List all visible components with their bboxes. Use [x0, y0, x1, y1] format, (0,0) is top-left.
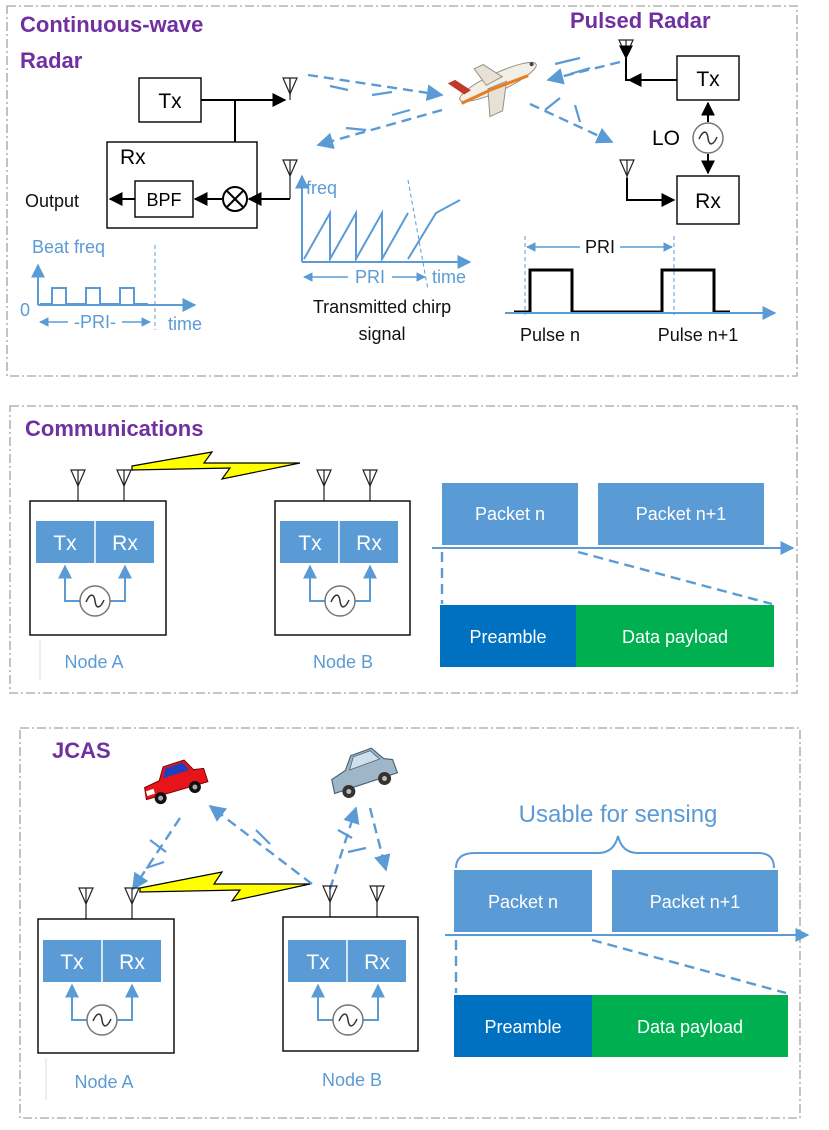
oscillator-icon [324, 585, 356, 617]
antenna-icon [78, 887, 94, 907]
pulse-n1-label: Pulse n+1 [658, 325, 739, 345]
comms-node-b-rx: Rx [356, 532, 382, 555]
antenna-icon [322, 885, 338, 905]
usable-for-sensing-label: Usable for sensing [519, 801, 718, 828]
jcas-node-b-tx: Tx [306, 951, 330, 974]
comms-node-a-label: Node A [64, 652, 123, 672]
comms-node-b-tx: Tx [298, 532, 322, 555]
comms-node-a-rx: Rx [112, 532, 138, 555]
comms-preamble [440, 605, 576, 667]
comms-packet-n1 [598, 483, 764, 545]
jcas-section-frame [19, 727, 801, 1119]
comms-node-a-tx: Tx [53, 532, 77, 555]
antenna-icon [369, 885, 385, 905]
antenna-icon [316, 469, 332, 489]
jcas-preamble [454, 995, 592, 1057]
radar-section-frame [6, 5, 798, 377]
comms-payload [576, 605, 774, 667]
pulsed-tx-block [676, 55, 740, 101]
chirp-caption-line1: Transmitted chirp [313, 297, 451, 317]
beat-time-label: time [168, 314, 202, 334]
airplane-icon [447, 61, 537, 118]
bpf-label: BPF [146, 190, 181, 210]
antenna-icon [362, 469, 378, 489]
comms-node-b-label: Node B [313, 652, 373, 672]
bpf-block [134, 180, 194, 218]
comms-packet-n-label: Packet n [475, 504, 545, 524]
pulsed-rx-label: Rx [695, 190, 721, 213]
antenna-icon [116, 469, 132, 489]
red-car-icon [144, 759, 209, 805]
comms-preamble-label: Preamble [469, 627, 546, 647]
chirp-pri-label: PRI [355, 267, 385, 287]
lightning-icon [131, 451, 301, 480]
antenna-icon [618, 39, 634, 59]
radar-wave-arrows [307, 56, 621, 149]
jcas-node-a-label: Node A [74, 1072, 133, 1092]
oscillator-icon [692, 122, 724, 154]
jcas-node-b-rx: Rx [364, 951, 390, 974]
chirp-time-label: time [432, 267, 466, 287]
comms-title: Communications [25, 416, 203, 441]
antenna-icon [70, 469, 86, 489]
comms-packet-n [442, 483, 578, 545]
mixer-icon [222, 186, 248, 212]
grey-car-icon [331, 747, 399, 798]
comms-packet-n1-label: Packet n+1 [636, 504, 727, 524]
comms-section-frame [9, 405, 798, 694]
pulsed-rx-block [676, 175, 740, 225]
beat-zero-label: 0 [20, 300, 30, 320]
oscillator-icon [79, 585, 111, 617]
jcas-packet-n [454, 870, 592, 932]
jcas-payload-label: Data payload [637, 1017, 743, 1037]
jcas-preamble-label: Preamble [484, 1017, 561, 1037]
pulse-n-label: Pulse n [520, 325, 580, 345]
oscillator-icon [332, 1004, 364, 1036]
lo-label: LO [652, 127, 680, 150]
pulsed-radar-title: Pulsed Radar [570, 8, 711, 33]
antenna-icon [124, 887, 140, 907]
jcas-node-a-tx: Tx [60, 951, 84, 974]
cw-radar-title-line2: Radar [20, 48, 83, 73]
beat-pri-label: -PRI- [74, 312, 116, 332]
cw-radar-title-line1: Continuous-wave [20, 12, 203, 37]
jcas-packet-n-label: Packet n [488, 892, 558, 912]
lightning-icon [139, 871, 311, 902]
cw-tx-label: Tx [158, 90, 182, 113]
beat-freq-label: Beat freq [32, 237, 105, 257]
jcas-node-a-rx: Rx [119, 951, 145, 974]
jcas-packet-n1 [612, 870, 778, 932]
comms-payload-label: Data payload [622, 627, 728, 647]
chirp-freq-label: freq [306, 178, 337, 198]
antenna-icon [282, 159, 298, 179]
pulsed-tx-label: Tx [696, 68, 720, 91]
jcas-node-b-label: Node B [322, 1070, 382, 1090]
jcas-payload [592, 995, 788, 1057]
chirp-caption-line2: signal [358, 324, 405, 344]
oscillator-icon [86, 1004, 118, 1036]
jcas-packet-n1-label: Packet n+1 [650, 892, 741, 912]
jcas-sensing-arrows [131, 804, 391, 891]
sensing-brace [455, 835, 775, 869]
output-label: Output [25, 191, 79, 211]
antenna-icon [619, 159, 635, 179]
cw-rx-label: Rx [120, 146, 146, 169]
jcas-title: JCAS [52, 738, 111, 763]
pulse-pri-label: PRI [585, 237, 615, 257]
